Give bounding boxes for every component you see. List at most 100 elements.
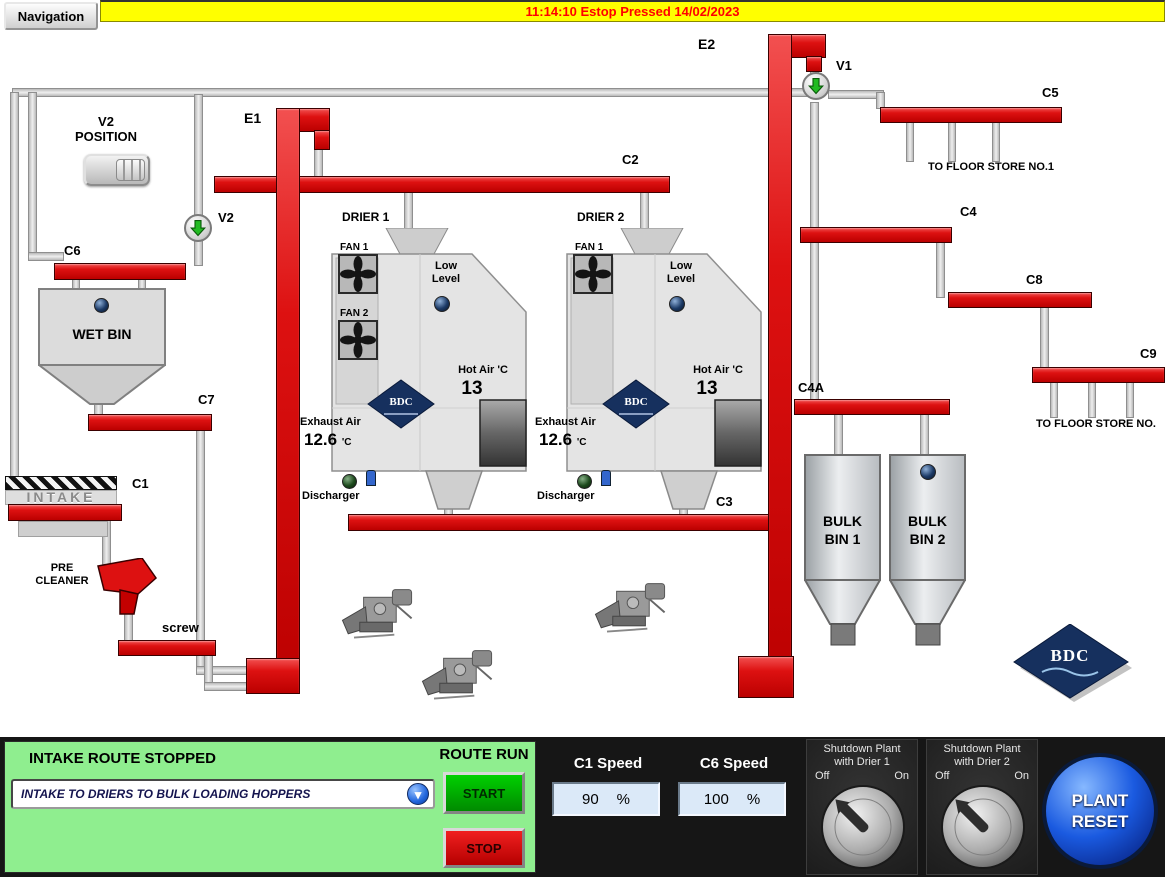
toggle-knob bbox=[116, 159, 145, 181]
drier-title: DRIER 2 bbox=[577, 210, 625, 224]
c1-speed-value: 90 bbox=[581, 790, 599, 808]
c6-speed-input[interactable]: 100 % bbox=[678, 782, 786, 816]
exhaust-air-unit: 'C bbox=[341, 437, 352, 448]
elevator-e1-spout bbox=[314, 130, 330, 150]
fan1-label: FAN 1 bbox=[575, 242, 604, 253]
label-v1: V1 bbox=[836, 58, 852, 73]
valve-v1-icon bbox=[802, 72, 830, 100]
label-v2: V2 bbox=[218, 210, 234, 225]
elevator-e1-boot bbox=[246, 658, 300, 694]
bdc-logo-text: BDC bbox=[1050, 646, 1090, 665]
elevator-e2-boot bbox=[738, 656, 794, 698]
pipe-segment bbox=[194, 240, 203, 266]
pipe-segment bbox=[640, 192, 649, 232]
pipe-segment bbox=[404, 192, 413, 232]
valve-v2-icon bbox=[184, 214, 212, 242]
hot-air-value: 13 bbox=[461, 378, 483, 399]
conveyor-screw bbox=[118, 640, 216, 656]
bulk-bin-label: BULK BIN 2 bbox=[908, 513, 947, 547]
wet-bin: WET BIN bbox=[36, 288, 168, 406]
route-stop-button[interactable]: STOP bbox=[443, 828, 525, 868]
elevator-e1-leg bbox=[276, 108, 300, 694]
pipe-segment bbox=[948, 122, 956, 162]
hot-air-label: Hot Air 'C bbox=[458, 364, 508, 376]
conveyor-c4 bbox=[800, 227, 952, 243]
navigation-button[interactable]: Navigation bbox=[4, 2, 98, 30]
label-floor-store-2: TO FLOOR STORE NO. bbox=[1036, 418, 1156, 430]
route-status: INTAKE ROUTE STOPPED bbox=[29, 750, 216, 767]
route-run-label: ROUTE RUN bbox=[439, 746, 529, 763]
drier-2: DRIER 2 FAN 1 Low Level Hot Air 'C 13 Ex… bbox=[535, 210, 763, 518]
conveyor-c1 bbox=[8, 504, 122, 521]
label-c5: C5 bbox=[1042, 85, 1059, 100]
rotary-knob-icon[interactable] bbox=[940, 784, 1026, 870]
route-selector[interactable]: INTAKE TO DRIERS TO BULK LOADING HOPPERS… bbox=[11, 779, 435, 809]
conveyor-c5 bbox=[880, 107, 1062, 123]
pipe-segment bbox=[920, 414, 929, 456]
discharger-pump-icon bbox=[366, 470, 376, 486]
pipe-segment bbox=[10, 92, 19, 478]
wet-bin-level-indicator bbox=[94, 298, 109, 313]
shutdown-drier2-switch[interactable]: Shutdown Plant with Drier 2 Off On bbox=[926, 739, 1038, 875]
label-e1: E1 bbox=[244, 110, 262, 126]
low-level-indicator bbox=[434, 296, 450, 312]
pipe-segment bbox=[194, 94, 203, 218]
pipe-segment bbox=[1040, 306, 1049, 370]
exhaust-air-unit: 'C bbox=[576, 437, 587, 448]
control-bar: INTAKE ROUTE STOPPED ROUTE RUN INTAKE TO… bbox=[0, 737, 1165, 877]
bdc-logo: BDC bbox=[1012, 623, 1132, 702]
on-label: On bbox=[894, 770, 909, 782]
low-level-label: Low Level bbox=[666, 260, 696, 285]
label-c4: C4 bbox=[960, 204, 977, 219]
rotary-knob-icon[interactable] bbox=[820, 784, 906, 870]
pipe-segment bbox=[1050, 382, 1058, 418]
low-level-label: Low Level bbox=[431, 260, 461, 285]
label-floor-store-1: TO FLOOR STORE NO.1 bbox=[927, 161, 1055, 173]
bdc-drier-logo: BDC bbox=[624, 396, 648, 408]
conveyor-c6 bbox=[54, 263, 186, 280]
pipe-segment bbox=[28, 92, 37, 258]
label-c9: C9 bbox=[1140, 346, 1157, 361]
fan1-icon bbox=[573, 254, 613, 294]
label-c4a: C4A bbox=[798, 380, 825, 395]
bulk-bin-1: BULK BIN 1 bbox=[803, 454, 882, 646]
fan1-icon bbox=[338, 254, 378, 294]
alarm-text: 11:14:10 Estop Pressed 14/02/2023 bbox=[525, 4, 740, 19]
fan2-label: FAN 2 bbox=[340, 308, 369, 319]
elevator-e2-spout bbox=[806, 56, 822, 72]
intake-pit bbox=[18, 521, 108, 537]
wet-bin-label: WET BIN bbox=[72, 326, 132, 342]
bulk-bin-label: BULK BIN 1 bbox=[823, 513, 862, 547]
label-e2: E2 bbox=[698, 36, 716, 52]
conveyor-c9 bbox=[1032, 367, 1165, 383]
green-down-arrow-icon bbox=[807, 77, 825, 95]
label-c3: C3 bbox=[716, 494, 733, 509]
hot-air-label: Hot Air 'C bbox=[693, 364, 743, 376]
chevron-down-icon[interactable]: ▾ bbox=[407, 783, 429, 805]
fan2-icon bbox=[338, 320, 378, 360]
fan1-label: FAN 1 bbox=[340, 242, 369, 253]
pipe-segment bbox=[196, 429, 205, 675]
shutdown-drier1-switch[interactable]: Shutdown Plant with Drier 1 Off On bbox=[806, 739, 918, 875]
intake-grate bbox=[5, 476, 117, 490]
pre-cleaner bbox=[96, 557, 160, 620]
label-v2-position: V2 POSITION bbox=[74, 114, 138, 144]
v2-position-toggle[interactable] bbox=[84, 154, 150, 186]
bulk-bin-2-level-indicator bbox=[920, 464, 936, 480]
discharger-label: Discharger bbox=[537, 490, 595, 502]
label-c7: C7 bbox=[198, 392, 215, 407]
pipe-segment bbox=[314, 146, 323, 178]
plant-reset-button[interactable]: PLANT RESET bbox=[1042, 753, 1158, 869]
pipe-segment bbox=[28, 252, 64, 261]
route-start-button[interactable]: START bbox=[443, 772, 525, 814]
on-label: On bbox=[1014, 770, 1029, 782]
bdc-drier-logo: BDC bbox=[389, 396, 413, 408]
hot-air-value: 13 bbox=[696, 378, 718, 399]
label-c1: C1 bbox=[132, 476, 149, 491]
route-panel: INTAKE ROUTE STOPPED ROUTE RUN INTAKE TO… bbox=[4, 741, 536, 873]
label-screw: screw bbox=[162, 620, 199, 635]
c1-speed-input[interactable]: 90 % bbox=[552, 782, 660, 816]
label-c6: C6 bbox=[64, 243, 81, 258]
burner-image bbox=[333, 580, 423, 657]
